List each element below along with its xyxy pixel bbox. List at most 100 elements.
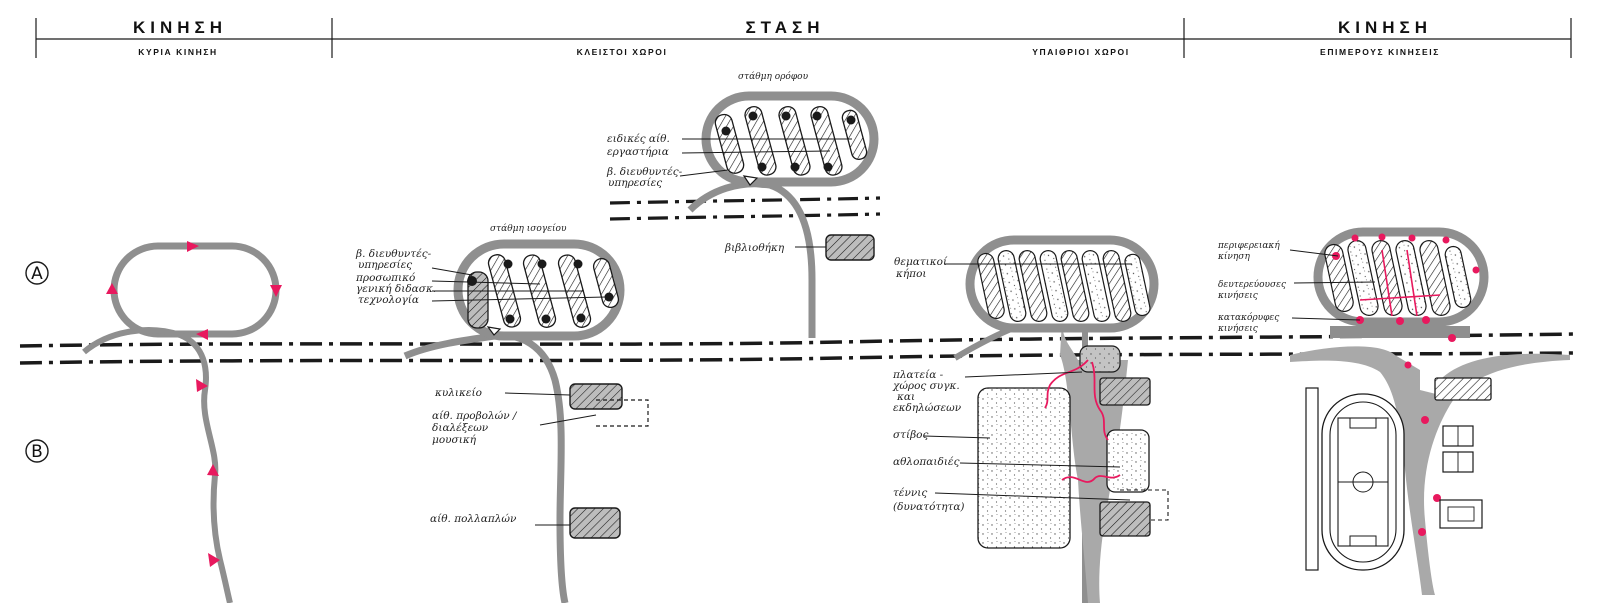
label-vertical-2: κινήσεις bbox=[1217, 323, 1259, 334]
pink-dot bbox=[1404, 361, 1412, 369]
pink-route bbox=[1381, 249, 1393, 317]
pink-dot bbox=[1421, 416, 1429, 424]
movement-connector bbox=[1330, 326, 1470, 338]
leader-line bbox=[964, 371, 1083, 378]
upper-column bbox=[781, 111, 791, 121]
header: ΚΙΝΗΣΗ ΣΤΑΣΗ ΚΙΝΗΣΗ ΚΥΡΙΑ ΚΙΝΗΣΗ ΚΛΕΙΣΤΟ… bbox=[35, 18, 1572, 58]
leader-line bbox=[1289, 249, 1339, 257]
upper-floor-diagram: στάθμη ορόφου ειδικές αίθ. εργαστήρια bbox=[606, 71, 879, 338]
garden-strip bbox=[1081, 250, 1111, 322]
track-field bbox=[977, 387, 1071, 549]
upper-road-line-top bbox=[609, 196, 881, 205]
ground-column bbox=[503, 259, 513, 269]
sports-strip-box bbox=[1434, 377, 1492, 401]
stadium bbox=[1305, 387, 1405, 571]
garden-strip bbox=[1124, 253, 1151, 317]
pink-dot bbox=[1472, 266, 1480, 274]
secondary-movement-diagram: περιφερειακή κίνηση δευτερεύουσες κινήσε… bbox=[1217, 227, 1570, 595]
pitch-box-top bbox=[1349, 417, 1377, 429]
leader-line bbox=[923, 435, 991, 439]
label-peripheral-1: περιφερειακή bbox=[1217, 240, 1280, 251]
pink-route bbox=[1406, 249, 1418, 317]
header-title-left: ΚΙΝΗΣΗ bbox=[133, 18, 227, 37]
main-path bbox=[82, 327, 233, 603]
label-upper-labs: εργαστήρια bbox=[607, 145, 669, 158]
pitch-box-bottom bbox=[1349, 535, 1377, 547]
ground-floor-entrance-icon bbox=[486, 326, 502, 336]
header-subtitle-open: ΥΠΑΙΘΡΙΟΙ ΧΩΡΟΙ bbox=[1032, 47, 1129, 57]
upper-floor-classrooms bbox=[714, 106, 868, 176]
garden-strip bbox=[1039, 250, 1069, 322]
label-secondary-2: κινήσεις bbox=[1217, 290, 1259, 301]
tennis-box-future bbox=[1099, 501, 1151, 537]
label-music: μουσική bbox=[432, 433, 477, 446]
flow-arrow-6 bbox=[207, 464, 219, 476]
label-plaza-3: και bbox=[896, 391, 915, 403]
pink-dot bbox=[1351, 234, 1359, 242]
upper-column bbox=[846, 115, 856, 125]
label-ground-general: γενική διδασκ. bbox=[356, 282, 436, 295]
label-ground-admin-1: β. διευθυντές- bbox=[355, 248, 432, 260]
label-track: στίβος bbox=[893, 428, 928, 441]
label-plaza-1: πλατεία - bbox=[892, 368, 944, 381]
label-multipurpose: αίθ. πολλαπλών bbox=[430, 512, 517, 525]
movement-strip bbox=[1324, 243, 1354, 313]
label-plaza-4: εκδηλώσεων bbox=[893, 402, 962, 414]
upper-floor-path bbox=[687, 180, 816, 338]
main-movement-diagram bbox=[82, 241, 282, 603]
garden-strip bbox=[1018, 250, 1048, 322]
canteen-box bbox=[569, 383, 623, 410]
ground-floor-path bbox=[403, 332, 569, 603]
flow-arrow-5 bbox=[196, 379, 208, 392]
upper-column bbox=[812, 111, 822, 121]
ground-column bbox=[576, 313, 586, 323]
pink-route bbox=[1359, 294, 1441, 301]
courts-box bbox=[1106, 429, 1150, 493]
label-theme-gardens-1: θεματικοί bbox=[894, 255, 948, 268]
label-upper-admin-2: υπηρεσίες bbox=[608, 176, 662, 189]
header-subtitle-right: ΕΠΙΜΕΡΟΥΣ ΚΙΝΗΣΕΙΣ bbox=[1320, 47, 1440, 57]
garden-strip bbox=[977, 252, 1005, 320]
label-plaza-2: χώρος συγκ. bbox=[892, 380, 960, 392]
leader-line bbox=[959, 462, 1121, 468]
tennis-box-dashed bbox=[1120, 489, 1169, 521]
small-court-inner bbox=[1447, 506, 1475, 522]
label-sports: αθλοπαιδιές bbox=[893, 456, 960, 468]
label-ground-staff: προσωπικό bbox=[355, 272, 415, 284]
outdoor-leaders bbox=[923, 371, 1131, 501]
zone-markers: A B bbox=[25, 261, 49, 463]
header-subtitle-left: ΚΥΡΙΑ ΚΙΝΗΣΗ bbox=[138, 47, 218, 57]
leader-line bbox=[431, 267, 473, 276]
label-canteen: κυλικείο bbox=[434, 386, 482, 399]
ground-floor-labels: β. διευθυντές- υπηρεσίες προσωπικό γενικ… bbox=[355, 248, 436, 306]
label-theme-gardens-2: κήποι bbox=[895, 267, 927, 280]
ground-floor-leaders bbox=[431, 267, 607, 302]
garden-strip bbox=[1102, 250, 1132, 322]
pink-route bbox=[1061, 474, 1121, 483]
ground-column bbox=[505, 314, 515, 324]
pink-dot bbox=[1448, 334, 1456, 342]
upper-road-line-bottom bbox=[609, 212, 881, 221]
road-line-top bbox=[19, 332, 1576, 348]
ground-column bbox=[541, 314, 551, 324]
movement-pink-routes bbox=[1359, 249, 1441, 317]
ground-column bbox=[573, 259, 583, 269]
multipurpose-box bbox=[569, 507, 621, 539]
flow-arrow-2 bbox=[270, 285, 282, 297]
leader-line bbox=[1293, 281, 1376, 284]
label-projection-1: αίθ. προβολών / bbox=[432, 409, 518, 422]
ground-column bbox=[537, 259, 547, 269]
leader-line bbox=[934, 492, 1131, 501]
label-tennis-option: (δυνατότητα) bbox=[893, 501, 965, 513]
pitch-center-circle bbox=[1352, 471, 1374, 493]
leader-line bbox=[431, 296, 607, 302]
movement-gray-field bbox=[1290, 346, 1570, 595]
flow-arrow-4 bbox=[106, 283, 118, 294]
pink-dot bbox=[1433, 494, 1441, 502]
pink-route bbox=[1044, 359, 1089, 409]
flow-arrow-7 bbox=[208, 553, 220, 567]
pink-route bbox=[1091, 361, 1109, 441]
garden-strip bbox=[997, 250, 1027, 322]
header-title-middle: ΣΤΑΣΗ bbox=[745, 18, 824, 37]
